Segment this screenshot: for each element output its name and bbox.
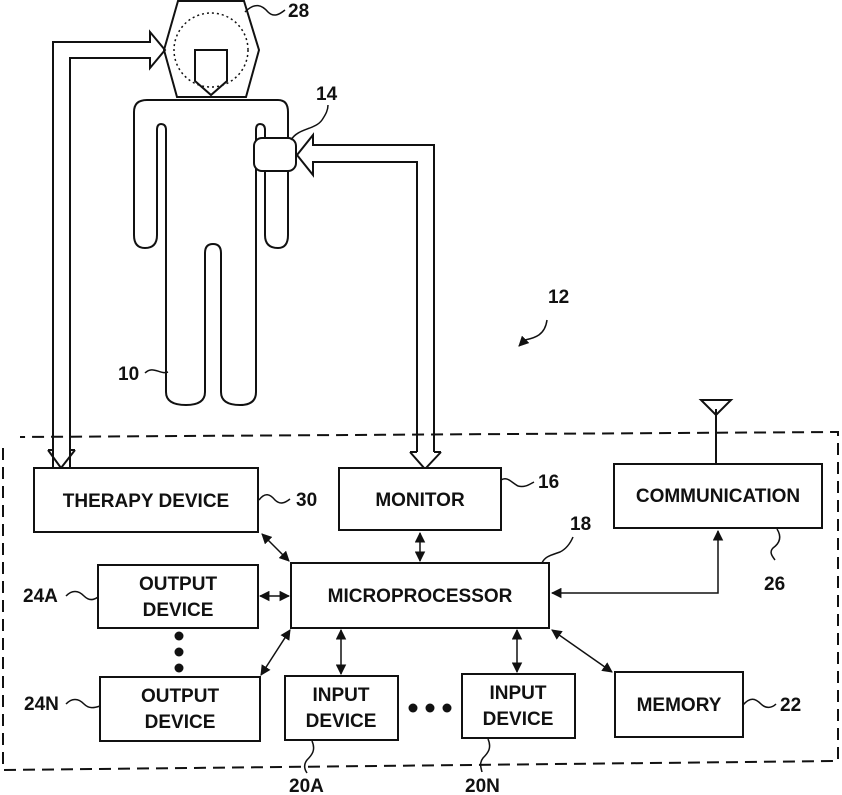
memory-label: MEMORY (637, 695, 722, 716)
ref-10: 10 (118, 364, 139, 385)
sensor-to-monitor-arrow (297, 135, 434, 452)
input-device-n-line2: DEVICE (483, 709, 554, 730)
leader-20a (305, 741, 314, 773)
ref-22: 22 (780, 695, 801, 716)
communication-block[interactable]: COMMUNICATION (614, 464, 822, 528)
leader-10 (145, 370, 168, 373)
output-device-n-block[interactable]: OUTPUT DEVICE (100, 677, 260, 741)
ref-20n: 20N (465, 776, 500, 795)
memory-block[interactable]: MEMORY (615, 672, 743, 737)
microprocessor-label: MICROPROCESSOR (328, 586, 513, 607)
monitor-block[interactable]: MONITOR (339, 468, 501, 530)
therapy-device-block[interactable]: THERAPY DEVICE (34, 468, 258, 532)
ref-24a: 24A (23, 586, 58, 607)
leader-12 (519, 320, 547, 346)
output-device-n-line1: OUTPUT (141, 686, 220, 707)
ref-24n: 24N (24, 694, 59, 715)
output-device-a-block[interactable]: OUTPUT DEVICE (98, 565, 258, 628)
leader-30 (259, 495, 290, 503)
ref-28: 28 (288, 1, 309, 22)
leader-14 (291, 105, 328, 140)
ref-26: 26 (764, 574, 785, 595)
output-device-a-line1: OUTPUT (139, 574, 218, 595)
input-device-n-line1: INPUT (490, 683, 547, 704)
arrow-communication-microprocessor (552, 531, 718, 593)
therapy-to-head-arrow (53, 32, 165, 468)
ref-14: 14 (316, 84, 338, 105)
communication-label: COMMUNICATION (636, 486, 800, 507)
ref-16: 16 (538, 472, 559, 493)
ref-12: 12 (548, 287, 569, 308)
ref-30: 30 (296, 490, 317, 511)
sensor-device (254, 138, 296, 171)
leader-24n (66, 700, 100, 708)
monitor-arrow-head (410, 452, 441, 469)
microprocessor-block[interactable]: MICROPROCESSOR (291, 563, 549, 628)
input-device-a-line1: INPUT (313, 685, 370, 706)
leader-18 (542, 537, 573, 563)
arrow-therapy-microprocessor (262, 534, 289, 561)
input-device-a-line2: DEVICE (306, 711, 377, 732)
arrow-output-n-microprocessor (261, 630, 290, 675)
ref-18: 18 (570, 514, 591, 535)
leader-16 (501, 479, 534, 487)
output-device-a-line2: DEVICE (143, 600, 214, 621)
input-devices-ellipsis (409, 704, 452, 713)
output-device-n-line2: DEVICE (145, 712, 216, 733)
arrow-memory-microprocessor (552, 630, 612, 672)
output-devices-ellipsis (175, 632, 184, 673)
therapy-device-label: THERAPY DEVICE (63, 491, 229, 512)
patient-figure (134, 1, 296, 405)
monitor-label: MONITOR (375, 490, 465, 511)
leader-22 (743, 699, 776, 707)
leader-28 (245, 6, 285, 15)
ref-20a: 20A (289, 776, 324, 795)
leader-26 (771, 529, 780, 560)
leader-24a (66, 592, 98, 600)
input-device-n-block[interactable]: INPUT DEVICE (462, 674, 575, 738)
leader-20n (481, 739, 490, 772)
input-device-a-block[interactable]: INPUT DEVICE (285, 676, 398, 740)
